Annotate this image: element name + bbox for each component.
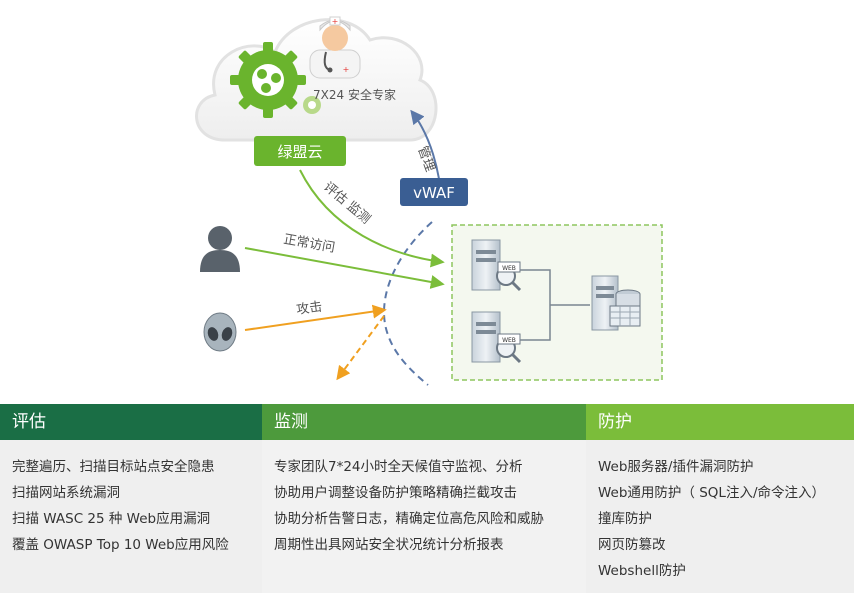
vwaf-badge — [400, 178, 468, 206]
panel-title: 监测 — [262, 404, 586, 440]
assess-monitor-label: 评估 监测 — [320, 180, 373, 228]
web-tag-2: WEB — [502, 337, 516, 344]
architecture-diagram: + + 7X24 安全专家 绿盟云 管理 vWAF 评估 监测 正常访问 攻击 — [195, 16, 663, 386]
vwaf-boundary-line — [383, 221, 433, 386]
panel-title: 防护 — [586, 404, 854, 440]
assess-monitor-arrow — [299, 169, 445, 268]
list-item: 扫描 WASC 25 种 Web应用漏洞 — [12, 511, 211, 527]
panel-title: 评估 — [0, 404, 262, 440]
cloud-badge-label: 绿盟云 — [277, 143, 322, 161]
web-server-icon — [471, 239, 522, 292]
web-tag-1: WEB — [502, 265, 516, 272]
list-item: Web通用防护（ SQL注入/命令注入） — [598, 485, 825, 501]
alien-attacker-icon — [203, 312, 237, 352]
list-item: 专家团队7*24小时全天候值守监视、分析 — [274, 459, 523, 475]
expert-label: 7X24 安全专家 — [313, 87, 396, 102]
attack-label: 攻击 — [295, 299, 323, 317]
vwaf-badge-label: vWAF — [413, 184, 455, 202]
list-item: 覆盖 OWASP Top 10 Web应用风险 — [12, 537, 229, 553]
cloud-icon — [195, 18, 438, 142]
list-item: 完整遍历、扫描目标站点安全隐患 — [12, 459, 215, 475]
svg-text:+: + — [343, 65, 350, 74]
svg-text:+: + — [332, 17, 339, 26]
list-item: 扫描网站系统漏洞 — [12, 485, 120, 501]
cloud-badge — [254, 136, 346, 166]
monitor-panel: 监测 专家团队7*24小时全天候值守监视、分析 协助用户调整设备防护策略精确拦截… — [262, 404, 586, 593]
list-item: Webshell防护 — [598, 563, 686, 579]
blocked-attack-arrow — [336, 315, 385, 381]
user-icon — [200, 226, 240, 272]
network-connector — [520, 269, 590, 341]
list-item: 撞库防护 — [598, 511, 652, 527]
small-gear-icon — [303, 96, 321, 114]
manage-label: 管理 — [414, 144, 437, 174]
list-item: Web服务器/插件漏洞防护 — [598, 459, 754, 475]
security-expert-icon: + + — [309, 16, 361, 79]
gear-icon — [230, 42, 306, 118]
protect-panel: 防护 Web服务器/插件漏洞防护 Web通用防护（ SQL注入/命令注入） 撞库… — [586, 404, 854, 593]
list-item: 网页防篡改 — [598, 537, 666, 553]
web-server-icon — [471, 311, 522, 364]
database-server-icon — [591, 275, 641, 331]
normal-access-label: 正常访问 — [282, 232, 336, 256]
assess-panel: 评估 完整遍历、扫描目标站点安全隐患 扫描网站系统漏洞 扫描 WASC 25 种… — [0, 404, 262, 593]
list-item: 协助分析告警日志，精确定位高危风险和威胁 — [274, 511, 544, 527]
attack-arrow — [244, 304, 387, 331]
list-item: 周期性出具网站安全状况统计分析报表 — [274, 537, 504, 553]
normal-access-arrow — [244, 247, 445, 289]
list-item: 协助用户调整设备防护策略精确拦截攻击 — [274, 485, 517, 501]
